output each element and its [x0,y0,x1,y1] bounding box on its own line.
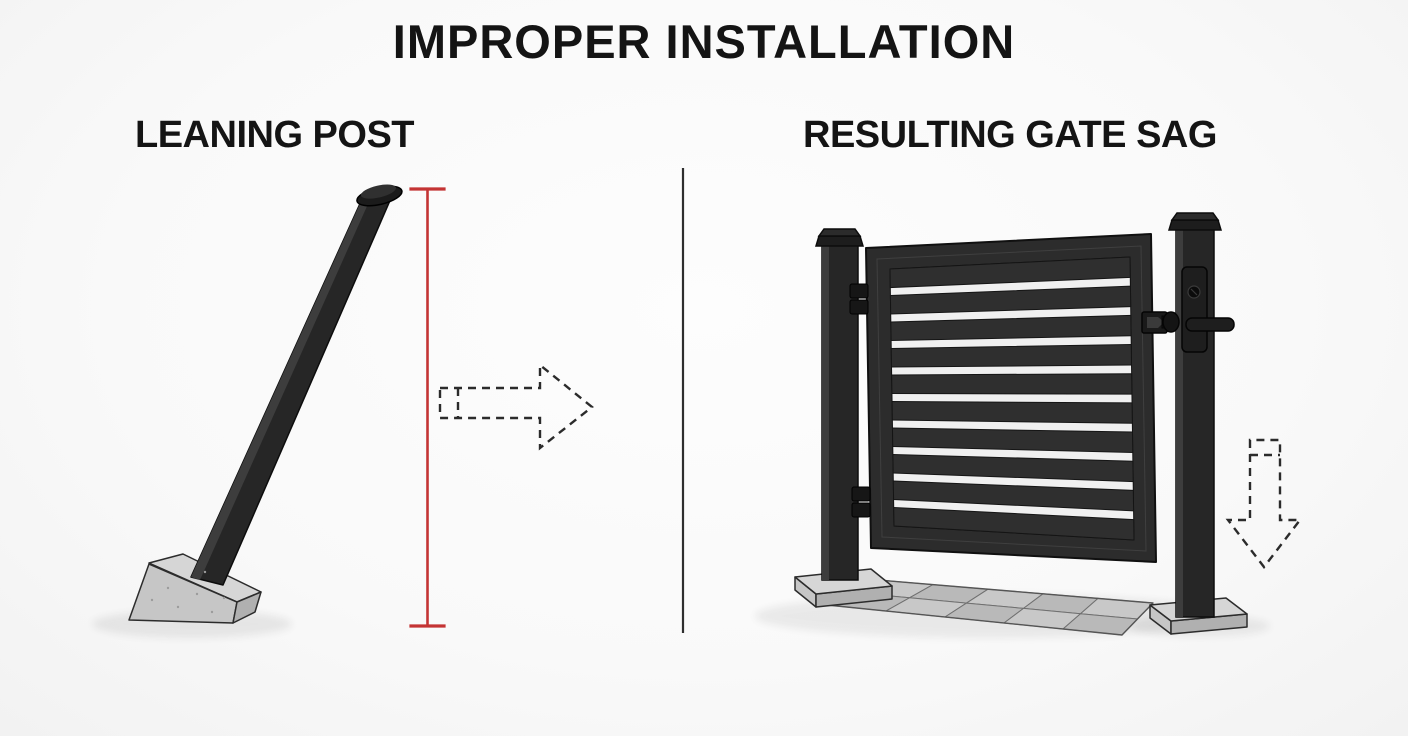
gate-slat [890,344,1133,368]
keyhole-slot [1190,288,1198,296]
post-cap [1167,219,1223,231]
concrete-speckles [150,570,226,614]
dashed-arrow-down-icon [1225,438,1303,569]
lever-handle [1185,317,1235,332]
right-panel-label: RESULTING GATE SAG [803,114,1217,156]
post-cap [817,228,862,237]
latch-knob [1162,311,1180,333]
gate-slats [889,256,1135,541]
leaning-post-highlight [191,195,372,580]
leaning-post-illustration [92,184,594,638]
gate-slat [891,400,1133,424]
gate-slat [892,480,1135,512]
gate-slat [889,256,1131,289]
gate-slat [892,453,1134,483]
gate-slat [889,285,1132,315]
post-cap [814,235,865,247]
gate-latch-hardware [1141,266,1235,353]
page-title: IMPROPER INSTALLATION [392,15,1016,68]
gate-frame-bevel [876,245,1147,552]
gate-slat [891,427,1134,453]
left-panel-label: LEANING POST [135,114,415,156]
hinge-icon [851,502,871,518]
latch-bolt [1147,317,1164,328]
gate-sag-illustration [755,212,1303,638]
hinge-icon [851,486,871,502]
hinge-post [814,228,865,581]
hinge-icon [849,283,869,299]
left-post-footing [794,568,893,608]
concrete-footing-side [232,591,262,624]
height-reference-line [409,187,446,628]
post-cap [1170,212,1220,221]
gate-slat [891,373,1133,395]
hinge-icon [849,299,869,315]
lock-plate [1181,266,1208,353]
gate-hinges [849,283,871,518]
gate-slat [890,314,1132,342]
dashed-arrow-right-icon [438,362,594,451]
gate-slat [893,506,1135,541]
post-cap [356,184,403,207]
sagging-gate [865,233,1157,563]
